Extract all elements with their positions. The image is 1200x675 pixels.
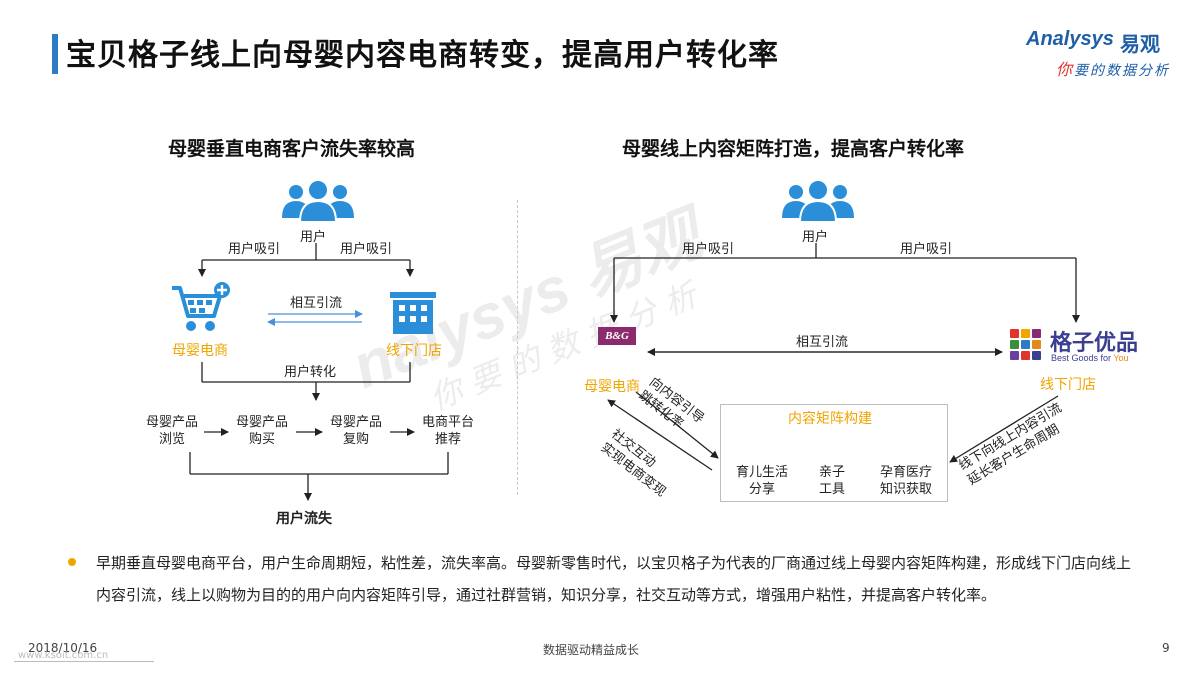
right-panel-heading: 母婴线上内容矩阵打造，提高客户转化率	[622, 138, 965, 160]
step-repurchase: 母婴产品复购	[324, 414, 388, 448]
right-mutual-label: 相互引流	[796, 335, 849, 350]
step-recommend: 电商平台推荐	[416, 414, 480, 448]
left-ecommerce-label: 母婴电商	[172, 343, 228, 359]
analysys-logo: Analysys 易观 你要的数据分析	[1026, 26, 1176, 80]
step-browse-line1: 母婴产品	[145, 415, 198, 430]
step-repurchase-line2: 复购	[342, 432, 369, 447]
logo-tagline-rest: 要的数据分析	[1074, 63, 1171, 79]
gezi-logo-en-you: You	[1113, 353, 1129, 363]
step-browse: 母婴产品浏览	[140, 414, 204, 448]
footer-slogan: 数据驱动精益成长	[543, 643, 640, 657]
title-accent-bar	[52, 34, 58, 74]
left-user-branch	[198, 243, 414, 277]
page-number: 9	[1162, 641, 1170, 655]
shopping-cart-icon	[172, 282, 230, 331]
step-repurchase-line1: 母婴产品	[329, 415, 382, 430]
logo-chinese: 易观	[1120, 32, 1160, 56]
logo-wordmark: Analysys	[1026, 28, 1114, 50]
right-attract-right: 用户吸引	[900, 242, 953, 257]
matrix-item-tools: 亲子工具	[806, 464, 858, 498]
left-store-label: 线下门店	[386, 343, 442, 359]
right-store-label: 线下门店	[1040, 377, 1096, 393]
page-title: 宝贝格子线上向母婴内容电商转变，提高用户转化率	[66, 38, 779, 73]
content-matrix-box	[720, 404, 948, 502]
logo-tagline: 你要的数据分析	[1056, 56, 1170, 80]
store-building-icon	[390, 292, 436, 334]
matrix-item-tools-line1: 亲子	[818, 465, 845, 480]
left-panel-heading: 母婴垂直电商客户流失率较高	[168, 138, 416, 160]
gezi-logo-en-prefix: Best Goods for	[1051, 353, 1114, 363]
matrix-item-knowledge: 孕育医疗知识获取	[866, 464, 946, 498]
left-convert-bracket	[201, 362, 411, 401]
matrix-item-parenting-line2: 分享	[748, 482, 775, 497]
users-group-icon	[282, 181, 354, 222]
left-attract-left: 用户吸引	[228, 242, 281, 257]
step-recommend-line2: 推荐	[434, 432, 461, 447]
panel-divider	[517, 200, 518, 495]
bullet-dot	[68, 558, 76, 566]
matrix-title: 内容矩阵构建	[788, 411, 872, 427]
matrix-item-knowledge-line2: 知识获取	[879, 482, 932, 497]
logo-tagline-first: 你	[1056, 60, 1075, 79]
footer-date: 2018/10/16	[28, 641, 98, 655]
bg-brand-logo: B&G	[598, 327, 636, 345]
footer-watermark-url: www.ksoit.com.cn	[18, 650, 109, 661]
right-diagonal-arrows	[607, 391, 1059, 471]
step-recommend-line1: 电商平台	[421, 415, 474, 430]
footer-rule	[14, 661, 154, 662]
matrix-item-parenting-line1: 育儿生活	[735, 465, 788, 480]
right-attract-left: 用户吸引	[682, 242, 735, 257]
matrix-item-parenting: 育儿生活分享	[726, 464, 798, 498]
step-purchase-line2: 购买	[248, 432, 275, 447]
right-user-label: 用户	[802, 230, 829, 245]
right-ecommerce-label: 母婴电商	[584, 379, 640, 395]
right-user-branch	[610, 243, 1080, 323]
gezi-logo-en: Best Goods for You	[1051, 353, 1129, 363]
left-user-label: 用户	[300, 230, 327, 245]
step-purchase: 母婴产品购买	[230, 414, 294, 448]
left-churn-bracket	[189, 452, 449, 501]
matrix-item-knowledge-line1: 孕育医疗	[879, 465, 932, 480]
left-churn-label: 用户流失	[276, 511, 332, 527]
gezi-logo-cn: 格子优品	[1050, 331, 1139, 356]
left-attract-right: 用户吸引	[340, 242, 393, 257]
left-convert-label: 用户转化	[284, 365, 337, 380]
step-browse-line2: 浏览	[158, 432, 185, 447]
left-mutual-arrows	[267, 310, 363, 326]
step-purchase-line1: 母婴产品	[235, 415, 288, 430]
matrix-item-tools-line2: 工具	[818, 482, 845, 497]
left-mutual-label: 相互引流	[290, 296, 343, 311]
users-group-icon-right	[782, 181, 854, 222]
summary-bullet: 早期垂直母婴电商平台，用户生命周期短，粘性差，流失率高。母婴新零售时代，以宝贝格…	[96, 554, 1132, 604]
